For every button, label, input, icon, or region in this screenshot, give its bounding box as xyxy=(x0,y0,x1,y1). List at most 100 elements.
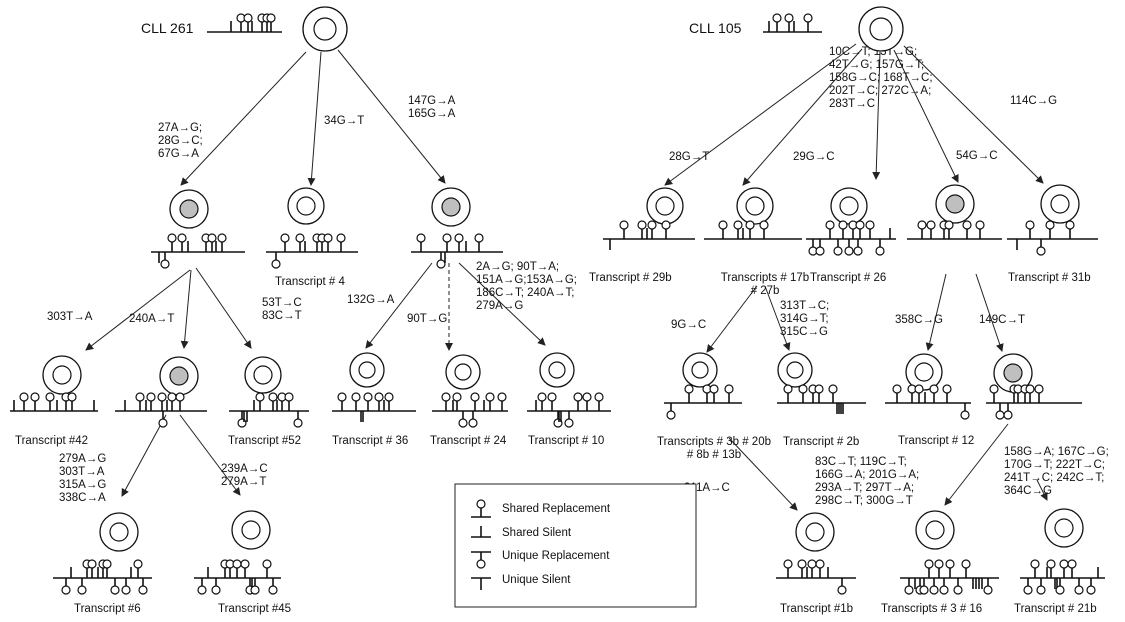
cell xyxy=(647,188,683,224)
lineage-title-left: CLL 261 xyxy=(141,20,194,36)
sequence-line-cll261 xyxy=(207,14,282,32)
transcript-label: Transcript # 21b xyxy=(1014,603,1097,615)
cell xyxy=(778,353,812,387)
transcript-label: Transcript # 36 xyxy=(332,435,408,447)
transcript-label: Transcript # 4 xyxy=(275,276,345,288)
mutation-label: 158G→A; 167C→G;170G→T; 222T→C;241T→C; 24… xyxy=(1004,446,1109,497)
transcript-label: Transcript #52 xyxy=(228,435,301,447)
mutation-label: 2A→G; 90T→A;151A→G;153A→G;186C→T; 240A→T… xyxy=(476,261,577,312)
arrow-l1a-to-l2b xyxy=(184,270,191,348)
sequence-line xyxy=(603,221,695,250)
cell xyxy=(160,357,198,395)
cell xyxy=(232,511,270,549)
cell xyxy=(796,513,834,551)
cell xyxy=(432,188,470,226)
sequence-line xyxy=(432,393,508,427)
transcript-label: Transcript #45 xyxy=(218,603,291,615)
sequence-line xyxy=(229,393,309,427)
mutation-label: 28G→T xyxy=(669,151,709,163)
nucleus-shaded xyxy=(442,198,460,216)
cell xyxy=(446,355,480,389)
transcript-label: Transcripts # 17b# 27b xyxy=(721,272,809,297)
cell xyxy=(43,356,81,394)
root-cell-left xyxy=(303,7,347,51)
transcript-label: Transcript # 29b xyxy=(589,272,672,284)
cell xyxy=(683,353,717,387)
sequence-line xyxy=(194,560,281,594)
mutation-label: 149C→T xyxy=(979,314,1025,326)
mutation-label: 9G→C xyxy=(671,319,706,331)
mutation-label: 29G→C xyxy=(793,151,835,163)
sequence-line xyxy=(776,560,856,594)
legend-label-unique-replacement: Unique Replacement xyxy=(502,550,610,562)
sequence-line xyxy=(151,234,245,268)
arrows-left xyxy=(86,50,545,496)
sequence-line xyxy=(664,385,742,419)
sequence-line xyxy=(777,385,866,414)
mutation-label: 34G→T xyxy=(324,115,364,127)
cell xyxy=(936,185,974,223)
mutation-label: 132G→A xyxy=(347,294,395,306)
sequence-line xyxy=(1020,560,1105,594)
transcript-label: Transcript # 24 xyxy=(430,435,507,447)
arrow-r1d-to-r2c xyxy=(928,274,946,350)
sequence-line-cll105 xyxy=(763,14,822,32)
cell xyxy=(100,513,138,551)
transcript-label: Transcript #42 xyxy=(15,435,88,447)
sequence-line xyxy=(907,221,1002,239)
transcript-label: Transcript # 12 xyxy=(898,435,974,447)
arrow-l2b-to-l3a xyxy=(122,415,166,496)
arrow-l1a-to-l2c xyxy=(196,268,251,348)
sequence-line xyxy=(704,221,802,239)
mutation-label: 90T→G xyxy=(407,313,447,325)
sequence-line xyxy=(986,385,1082,419)
sequence-line xyxy=(115,393,207,427)
transcript-label: Transcript # 31b xyxy=(1008,272,1091,284)
root-cell-right xyxy=(859,7,903,51)
sequence-line xyxy=(806,221,896,255)
mutation-label: 10C→T; 13T→G;42T→G; 157G→T;158G→C; 168T→… xyxy=(829,46,933,110)
legend-label-shared-replacement: Shared Replacement xyxy=(502,503,611,515)
legend: Shared Replacement Shared Silent Unique … xyxy=(455,484,696,607)
cell xyxy=(1045,509,1083,547)
sequence-line xyxy=(266,234,358,268)
transcript-label: Transcripts # 3b # 20b# 8b # 13b xyxy=(657,436,771,461)
mutation-label: 303T→A xyxy=(47,311,93,323)
mutation-label: 27A→G;28G→C;67G→A xyxy=(158,122,203,160)
arrow-l1a-to-l2a xyxy=(86,270,190,350)
mutation-label: 114C→G xyxy=(1010,95,1057,107)
cell xyxy=(245,357,281,393)
transcript-label: Transcript # 2b xyxy=(783,436,859,448)
sequence-line xyxy=(10,393,98,411)
mutation-label: 313T→C;314G→T;315C→G xyxy=(780,300,829,338)
transcript-label: Transcript # 10 xyxy=(528,435,604,447)
arrow-r1b-to-r2a xyxy=(707,286,757,352)
cell xyxy=(737,188,773,224)
arrow-root-to-l1a xyxy=(181,52,306,185)
nucleus-shaded xyxy=(170,367,188,385)
sequence-line xyxy=(53,560,152,594)
sequence-line xyxy=(900,560,999,594)
legend-label-unique-silent: Unique Silent xyxy=(502,574,571,586)
cell xyxy=(540,353,574,387)
arrow-root-to-l1b xyxy=(311,52,321,185)
mutation-label: 279A→G303T→A315A→G338C→A xyxy=(59,453,106,504)
lineage-title-right: CLL 105 xyxy=(689,20,742,36)
arrow-root-to-r1a xyxy=(665,44,856,185)
transcript-label: Transcript #6 xyxy=(74,603,141,615)
nucleus-shaded xyxy=(1004,364,1022,382)
cell xyxy=(916,511,954,549)
legend-label-shared-silent: Shared Silent xyxy=(502,527,572,539)
transcript-label: Transcripts # 3 # 16 xyxy=(881,603,982,615)
mutation-label: 240A→T xyxy=(129,313,174,325)
cell xyxy=(170,190,208,228)
sequence-line xyxy=(332,393,416,422)
transcript-label: Transcript #1b xyxy=(780,603,853,615)
mutation-label: 54G→C xyxy=(956,150,998,162)
sequence-line xyxy=(1007,221,1098,255)
sequence-line xyxy=(527,393,611,427)
